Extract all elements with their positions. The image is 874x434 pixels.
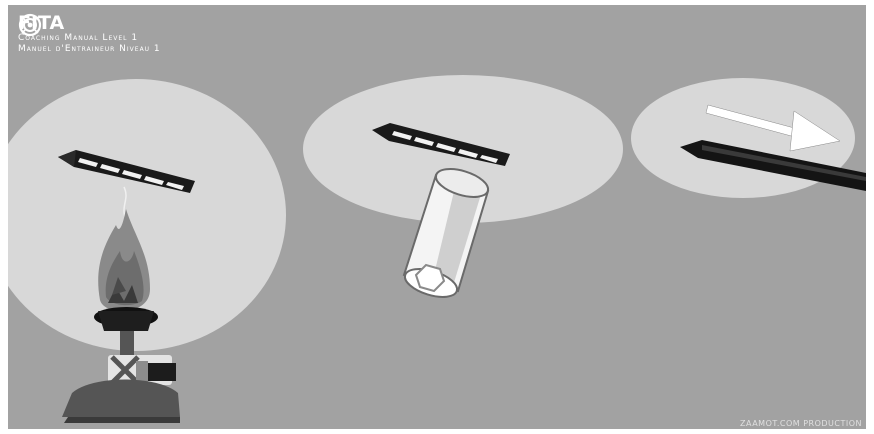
production-credit: ZAAMOT.COM PRODUCTION (740, 419, 862, 428)
target-rings-icon (18, 13, 44, 37)
illustration-panel: FITA Coaching Manual Level 1 Manuel d'En… (8, 5, 866, 429)
fita-header: FITA Coaching Manual Level 1 Manuel d'En… (18, 13, 161, 55)
brand-row: FITA (18, 13, 161, 33)
subtitle-french: Manuel d'Entraineur Niveau 1 (18, 44, 161, 55)
illustration-canvas (8, 5, 866, 429)
